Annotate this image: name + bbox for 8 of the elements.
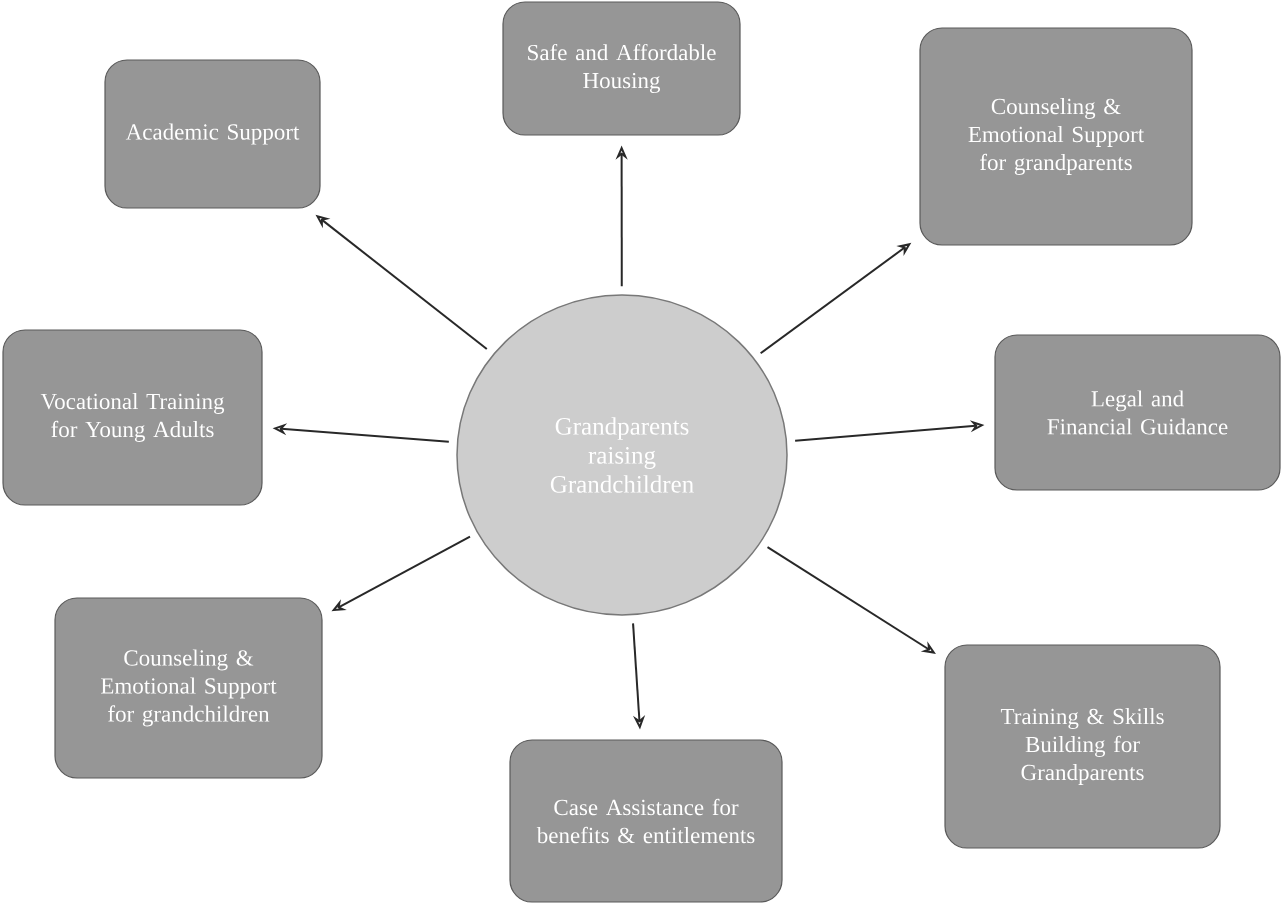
service-box: Counseling & Emotional Support for grandchildren [54,597,323,779]
service-box: Legal and Financial Guidance [994,334,1281,491]
service-box: Counseling & Emotional Support for grandparents [919,27,1193,246]
service-box: Case Assistance for benefits & entitlements [509,739,783,903]
service-box: Training & Skills Building for Grandparents [944,644,1221,849]
service-box: Safe and Affordable Housing [502,1,741,136]
service-box: Vocational Training for Young Adults [2,329,263,506]
service-box: Academic Support [104,59,321,209]
